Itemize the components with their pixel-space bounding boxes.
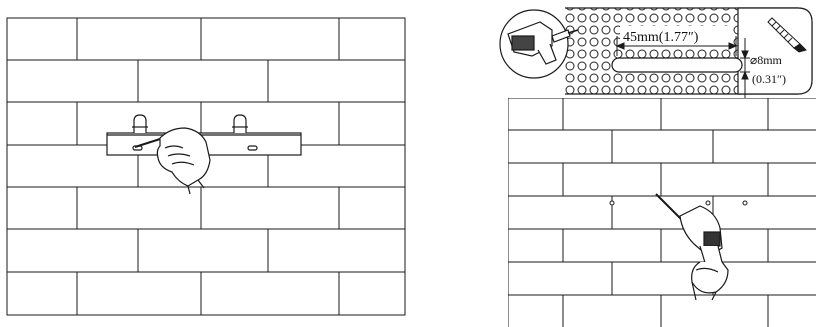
bit-diameter-inch-label: (0.31″)	[752, 72, 786, 86]
bit-diameter-label: ⌀8mm	[750, 53, 783, 67]
spacing-label: 45mm(1.77″)	[623, 30, 699, 45]
hook-icon	[232, 115, 248, 133]
right-brick-wall	[508, 98, 816, 327]
hand-drill-icon	[656, 194, 728, 300]
hook-icon	[132, 115, 148, 133]
marked-hole-points	[610, 201, 747, 205]
